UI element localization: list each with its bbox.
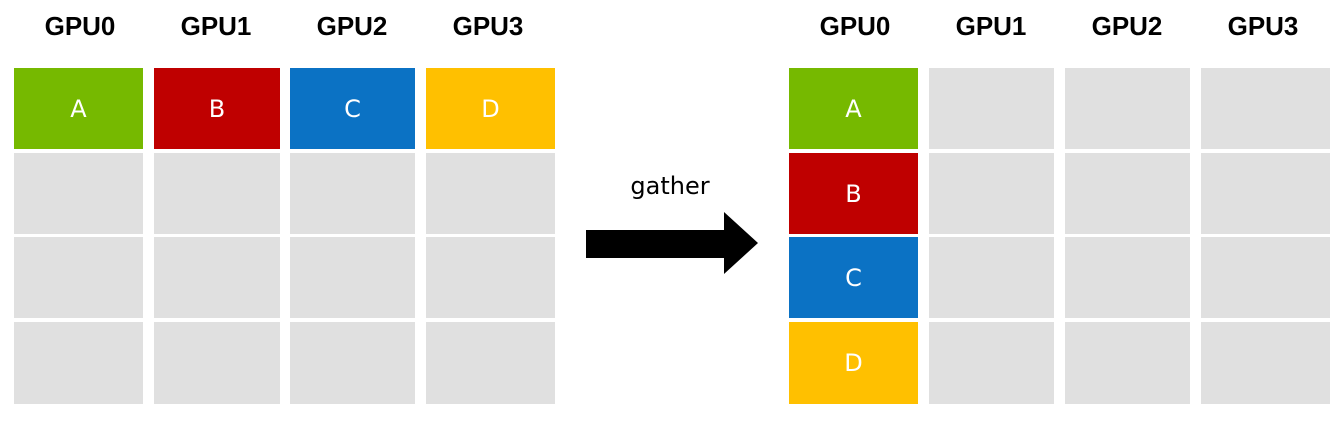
after-header-gpu0: GPU0 [819,11,891,41]
after-header-gpu1: GPU1 [955,11,1027,41]
after-block-b: B [789,153,918,234]
after-header-gpu3: GPU3 [1227,11,1299,41]
before-empty-cell [290,237,415,318]
operation-label: gather [630,172,710,200]
before-empty-cell [426,237,555,318]
after-empty-cell [929,153,1054,234]
before-empty-cell [14,322,143,404]
before-block-a: A [14,68,143,149]
after-empty-cell [1065,237,1190,318]
before-block-b: B [154,68,280,149]
before-header-gpu1: GPU1 [180,11,252,41]
before-header-gpu0: GPU0 [44,11,116,41]
after-empty-cell [1201,68,1330,149]
after-empty-cell [929,237,1054,318]
after-empty-cell [929,68,1054,149]
after-block-c: C [789,237,918,318]
before-empty-cell [290,153,415,234]
before-empty-cell [14,237,143,318]
before-header-gpu3: GPU3 [452,11,524,41]
before-empty-cell [154,153,280,234]
before-empty-cell [426,322,555,404]
after-empty-cell [1201,237,1330,318]
after-block-a: A [789,68,918,149]
after-empty-cell [1065,68,1190,149]
before-block-c: C [290,68,415,149]
after-empty-cell [1201,322,1330,404]
after-empty-cell [929,322,1054,404]
after-header-gpu2: GPU2 [1091,11,1163,41]
after-block-d: D [789,322,918,404]
before-empty-cell [154,237,280,318]
before-empty-cell [426,153,555,234]
before-empty-cell [14,153,143,234]
right-arrow-icon [586,212,758,274]
after-empty-cell [1201,153,1330,234]
before-empty-cell [154,322,280,404]
after-empty-cell [1065,322,1190,404]
before-empty-cell [290,322,415,404]
before-block-d: D [426,68,555,149]
after-empty-cell [1065,153,1190,234]
before-header-gpu2: GPU2 [316,11,388,41]
